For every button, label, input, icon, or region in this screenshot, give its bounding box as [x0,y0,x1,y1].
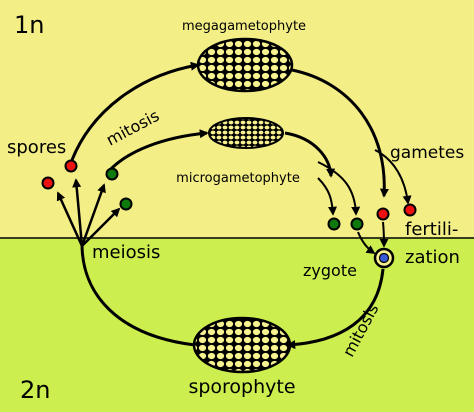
haploid-label: 1n [14,11,44,39]
label-spores: spores [7,137,66,158]
label-fertilization-line1: fertili- [405,219,458,240]
arrow-to-egg-top [374,149,412,205]
arrow-zygote-to-sporophyte [286,268,385,350]
arrow-megagametophyte-to-egg [291,68,389,198]
arrow-to-sperm-1 [317,177,337,216]
label-fertilization-line2: zation [405,247,460,268]
sperm-gamete-1 [327,217,341,231]
label-megagametophyte: megagametophyte [182,19,306,34]
sperm-gamete-2 [350,217,364,231]
spore-green-2 [119,197,133,211]
diploid-label: 2n [20,376,50,404]
egg-gamete-1 [376,207,390,221]
arrow-spore-to-megagametophyte [70,61,200,161]
megagametophyte-body [196,37,294,93]
arrow-spore-to-microgametophyte [106,129,209,174]
arrow-to-sperm-2 [317,161,361,216]
spore-green-1 [105,167,119,181]
meiosis-branch-1 [56,191,84,247]
meiosis-branch-2 [72,178,84,247]
egg-gamete-2 [403,203,417,217]
spore-red-2 [41,176,55,190]
label-meiosis: meiosis [92,242,160,263]
label-sporophyte: sporophyte [188,376,295,398]
arrow-sperm-to-zygote [357,231,376,254]
label-microgametophyte: microgametophyte [176,171,300,186]
arrow-sporophyte-to-meiosis [80,243,196,347]
sporophyte-body [192,316,292,374]
arrow-microgametophyte-to-sperm [284,131,336,178]
meiosis-branches [56,178,121,247]
microgametophyte-body [208,117,284,149]
arrow-egg-to-zygote [379,221,389,248]
cycle-arrows [70,61,389,350]
meiosis-branch-3 [80,183,106,247]
label-zygote: zygote [303,261,357,280]
label-gametes: gametes [390,143,464,163]
meiosis-branch-4 [81,207,121,247]
gamete-arrows [317,149,412,254]
zygote-cell [373,247,395,269]
spore-red-1 [64,159,78,173]
